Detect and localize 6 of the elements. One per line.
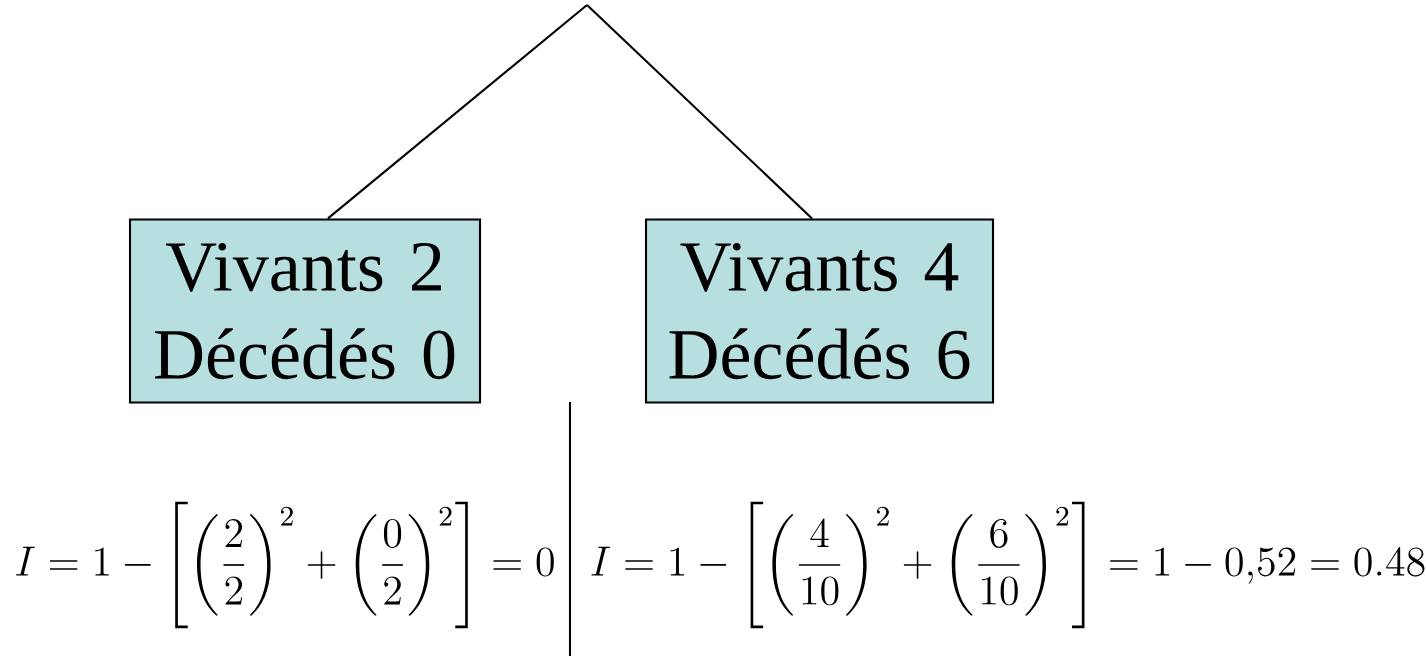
branch-line [586,4,813,220]
count-box: Vivants 2 Décédés 0 [128,218,482,404]
gini-formula: $I = 1 - \left[ \left( \frac{4}{10} \right)^{2} + \left( \frac{6}{10} \right)^{2} \right] = 1 - 0{,}52 = 0.48$ [591,501,1425,629]
gini-formula: $I = 1 - \left[ \left( \frac{2}{2} \right)^{2} + \left( \frac{0}{2} \right)^{2} \right] = 0$ [16,501,554,629]
branch-line [327,4,588,220]
count-box: Vivants 4 Décédés 6 [644,218,995,404]
